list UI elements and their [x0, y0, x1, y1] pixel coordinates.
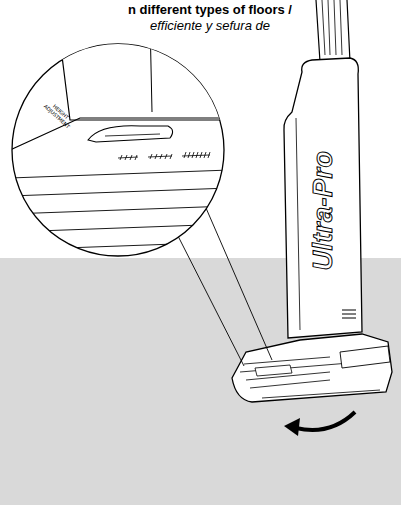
rotate-arrow [296, 412, 355, 430]
vacuum-body [284, 58, 362, 338]
subheading-fragment: efficiente y sefura de [150, 18, 270, 33]
cord [322, 0, 342, 55]
callout-detail [10, 20, 230, 250]
heading-fragment: n different types of floors / [128, 2, 292, 17]
leader-line [178, 208, 272, 366]
height-knob [255, 365, 292, 376]
arrow-head [284, 418, 300, 436]
brand-name: Ultra-Pro [308, 150, 339, 270]
vent [342, 310, 356, 318]
bumper [262, 390, 380, 398]
nozzle-base [232, 334, 392, 402]
handle [316, 0, 350, 62]
rear-housing [340, 346, 390, 368]
body-edge [296, 118, 300, 330]
